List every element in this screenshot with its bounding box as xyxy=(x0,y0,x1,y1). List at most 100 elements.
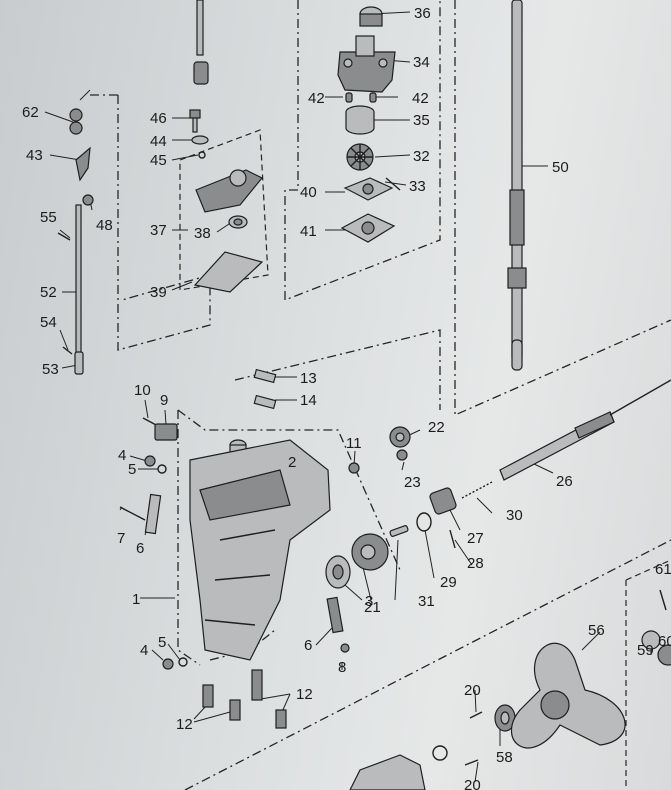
assembly-outline-top xyxy=(284,0,441,301)
pump-housing-34-icon xyxy=(337,35,396,93)
label-40: 40 xyxy=(300,184,317,201)
label-52: 52 xyxy=(40,284,57,301)
label-11: 11 xyxy=(346,435,362,452)
label-1: 1 xyxy=(132,591,140,608)
pin-54-icon xyxy=(62,346,73,355)
label-61: 61 xyxy=(655,561,671,578)
label-43: 43 xyxy=(26,147,43,164)
shift-rod-52-icon xyxy=(74,204,84,375)
assembly-outline-mid xyxy=(117,95,211,351)
gasket-39-icon xyxy=(193,251,264,293)
label-13: 13 xyxy=(300,370,317,387)
label-5-bottom: 5 xyxy=(158,634,166,651)
label-30: 30 xyxy=(506,507,523,524)
label-60: 60 xyxy=(658,633,671,650)
pin-55-icon xyxy=(57,232,71,241)
plate-41-icon xyxy=(340,213,396,243)
bolt-46-icon xyxy=(189,109,201,133)
washer-59-icon xyxy=(641,630,661,650)
pump-cap-36-icon xyxy=(359,6,383,27)
label-20-top: 20 xyxy=(464,682,481,699)
label-27: 27 xyxy=(467,530,484,547)
pin-28-icon xyxy=(449,529,456,549)
part-number-labels: 36 34 42 42 35 32 33 40 41 50 62 46 44 4… xyxy=(22,5,671,790)
label-7: 7 xyxy=(117,530,125,547)
label-59: 59 xyxy=(637,642,654,659)
washer-44-icon xyxy=(191,135,209,145)
gear-21-icon xyxy=(351,533,389,571)
anode-14-icon xyxy=(253,394,277,410)
label-46: 46 xyxy=(150,110,167,127)
bolt-7-icon xyxy=(119,506,146,521)
clip-48-icon xyxy=(82,194,94,206)
label-21: 21 xyxy=(364,599,381,616)
washer-4-top-icon xyxy=(144,455,156,467)
clutch-27-icon xyxy=(429,487,457,515)
nut-60-icon xyxy=(657,644,671,666)
label-29: 29 xyxy=(440,574,457,591)
label-44: 44 xyxy=(150,133,167,150)
impeller-32-icon xyxy=(346,143,374,171)
washer-58-icon xyxy=(494,704,516,732)
label-9: 9 xyxy=(160,392,168,409)
assembly-outline-driveshaft xyxy=(454,0,671,416)
label-20-bottom: 20 xyxy=(464,777,481,790)
label-14: 14 xyxy=(300,392,317,409)
pump-base-37-icon xyxy=(195,169,263,213)
label-33: 33 xyxy=(409,178,426,195)
label-34: 34 xyxy=(413,54,430,71)
label-12-left: 12 xyxy=(176,716,193,733)
label-28: 28 xyxy=(467,555,484,572)
prop-box xyxy=(625,559,671,790)
gearcase-lower-outline xyxy=(184,539,671,790)
gearcase-1-icon xyxy=(189,439,331,661)
label-45: 45 xyxy=(150,152,167,169)
gasket-6-top-icon xyxy=(144,493,162,535)
label-4-bottom: 4 xyxy=(140,642,148,659)
insert-35-icon xyxy=(345,105,375,135)
label-42-left: 42 xyxy=(308,90,325,107)
label-10: 10 xyxy=(134,382,151,399)
nut-62-icon xyxy=(69,108,83,135)
label-5-top: 5 xyxy=(128,461,136,478)
key-42-right-icon xyxy=(369,92,377,103)
lower-unit-partial-icon xyxy=(349,745,448,790)
washer-5-bottom-icon xyxy=(178,657,188,667)
assembly-outline-center xyxy=(234,329,441,410)
label-4-top: 4 xyxy=(118,447,126,464)
key-42-left-icon xyxy=(345,92,353,103)
label-58: 58 xyxy=(496,749,513,766)
propeller-shaft-26-icon xyxy=(499,379,671,481)
washer-23-icon xyxy=(396,449,408,461)
trim-tab-9-icon xyxy=(154,423,178,441)
pin-61-icon xyxy=(659,589,667,611)
nut-11-icon xyxy=(348,462,360,474)
label-2: 2 xyxy=(288,454,296,471)
spring-30-icon xyxy=(461,481,493,499)
label-12-right: 12 xyxy=(296,686,313,703)
label-3: 3 xyxy=(365,593,373,610)
label-54: 54 xyxy=(40,314,57,331)
washer-5-top-icon xyxy=(157,464,167,474)
label-48: 48 xyxy=(96,217,113,234)
label-36: 36 xyxy=(414,5,431,22)
plug-8-icon xyxy=(340,643,350,653)
bolts-12-icon xyxy=(202,669,287,729)
drive-shaft-upper-icon xyxy=(193,0,209,85)
plunger-31-icon xyxy=(389,525,409,537)
ring-45-icon xyxy=(198,151,206,159)
label-37: 37 xyxy=(150,222,167,239)
lever-43-icon xyxy=(75,146,91,182)
label-55: 55 xyxy=(40,209,57,226)
gasket-40-icon xyxy=(343,177,394,201)
label-41: 41 xyxy=(300,223,317,240)
label-53: 53 xyxy=(42,361,59,378)
label-23: 23 xyxy=(404,474,421,491)
label-8: 8 xyxy=(338,659,346,676)
label-32: 32 xyxy=(413,148,430,165)
ring-29-icon xyxy=(416,512,432,532)
label-26: 26 xyxy=(556,473,573,490)
assembly-outline-housing xyxy=(177,409,401,666)
